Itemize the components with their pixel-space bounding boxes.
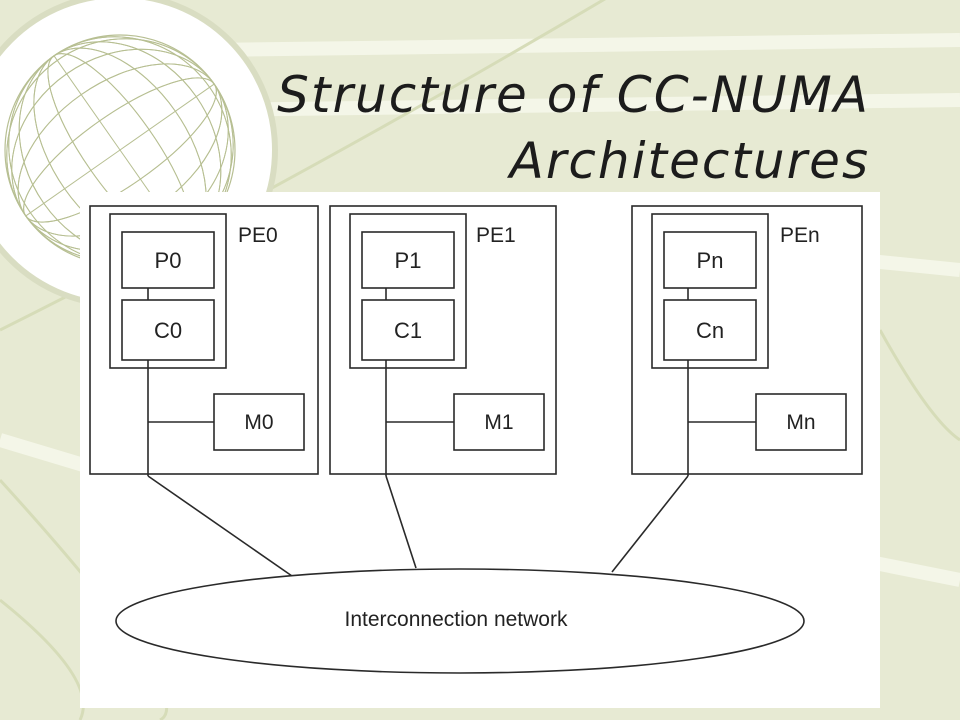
network-ellipse: [115, 568, 805, 674]
pe-group: PEn Pn Cn Mn: [611, 205, 863, 573]
processor-label: P0: [155, 248, 182, 273]
memory-box: [213, 393, 305, 451]
cache-label: C0: [154, 318, 182, 343]
cache-box: [361, 299, 455, 361]
pe-box: [89, 205, 319, 475]
memory-box: [755, 393, 847, 451]
processor-label: P1: [395, 248, 422, 273]
cache-label: Cn: [696, 318, 724, 343]
processor-label: Pn: [697, 248, 724, 273]
cache-box: [121, 299, 215, 361]
pe-box: [329, 205, 557, 475]
pe-inner-box: [109, 213, 227, 369]
network-link: [385, 475, 417, 569]
slide-title-line-2: Architectures: [509, 132, 870, 190]
pe-label: PE0: [238, 224, 278, 247]
slide-title-line-1: Structure of CC-NUMA: [277, 66, 870, 124]
pe-group: PE0 P0 C0 M0: [89, 205, 319, 577]
pe-box: [631, 205, 863, 475]
pe-inner-box: [651, 213, 769, 369]
memory-label: Mn: [786, 411, 815, 434]
pe-group: PE1 P1 C1 M1: [329, 205, 557, 569]
processor-box: [663, 231, 757, 289]
pe-label: PEn: [780, 224, 820, 247]
pe-label: PE1: [476, 224, 516, 247]
cc-numa-diagram: PE0 P0 C0 M0 PE1 P1 C1 M1: [80, 192, 880, 708]
memory-label: M1: [484, 411, 513, 434]
processor-box: [121, 231, 215, 289]
memory-box: [453, 393, 545, 451]
cache-box: [663, 299, 757, 361]
memory-label: M0: [244, 411, 273, 434]
processor-box: [361, 231, 455, 289]
network-label: Interconnection network: [345, 608, 568, 631]
network-link: [611, 475, 689, 573]
cache-label: C1: [394, 318, 422, 343]
pe-inner-box: [349, 213, 467, 369]
network-link: [147, 475, 293, 577]
